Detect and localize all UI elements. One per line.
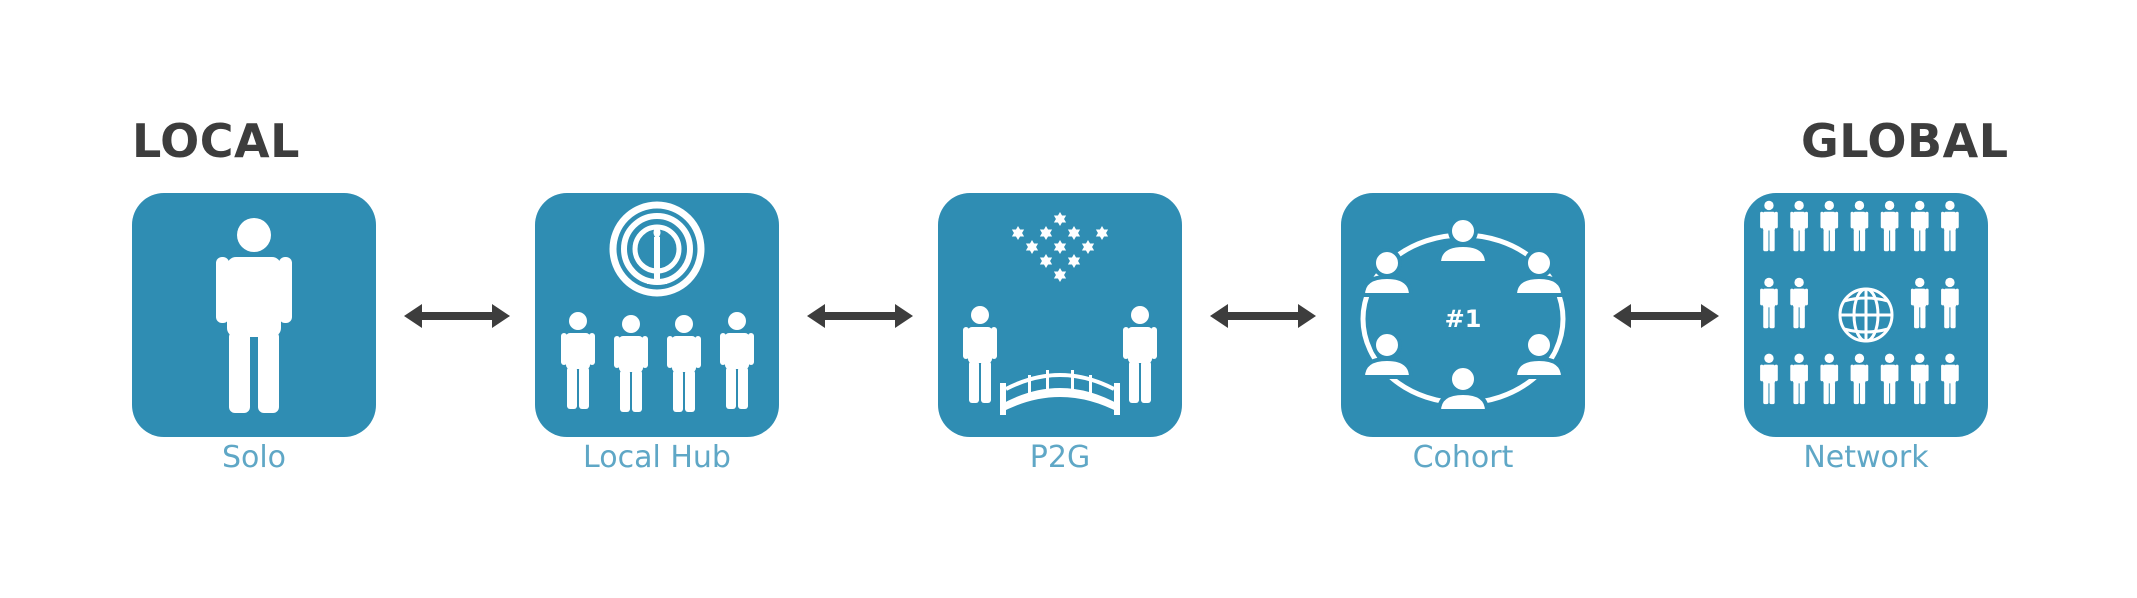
stage-solo: Solo xyxy=(132,193,376,476)
double-arrow-icon xyxy=(1613,304,1719,328)
local-heading: LOCAL xyxy=(132,114,300,168)
solo-tile xyxy=(132,193,376,437)
star-of-david-bridge-icon xyxy=(963,212,1157,415)
cohort-tile: #1 xyxy=(1341,193,1585,437)
stage-label-network: Network xyxy=(1803,440,1929,475)
stage-network: Network xyxy=(1744,193,1988,476)
stage-cohort: #1 Cohort xyxy=(1341,193,1585,476)
cohort-circle-icon: #1 xyxy=(1360,216,1566,413)
stage-p2g: P2G xyxy=(938,193,1182,476)
stage-local-hub: Local Hub xyxy=(535,193,779,476)
globe-icon xyxy=(1838,287,1894,343)
cohort-badge: #1 xyxy=(1445,305,1482,333)
double-arrow-icon xyxy=(1210,304,1316,328)
single-person-icon xyxy=(216,218,292,413)
global-heading: GLOBAL xyxy=(1801,114,2009,168)
stage-label-cohort: Cohort xyxy=(1412,440,1514,475)
stage-label-solo: Solo xyxy=(221,440,287,475)
global-network-icon xyxy=(1760,200,1959,405)
double-arrow-icon xyxy=(404,304,510,328)
stage-label-p2g: P2G xyxy=(1029,440,1091,475)
local-hub-tile xyxy=(535,193,779,437)
p2g-tile xyxy=(938,193,1182,437)
network-tile xyxy=(1744,193,1988,437)
menorah-hub-icon xyxy=(561,201,754,412)
stage-label-local-hub: Local Hub xyxy=(583,440,731,475)
double-arrow-icon xyxy=(807,304,913,328)
